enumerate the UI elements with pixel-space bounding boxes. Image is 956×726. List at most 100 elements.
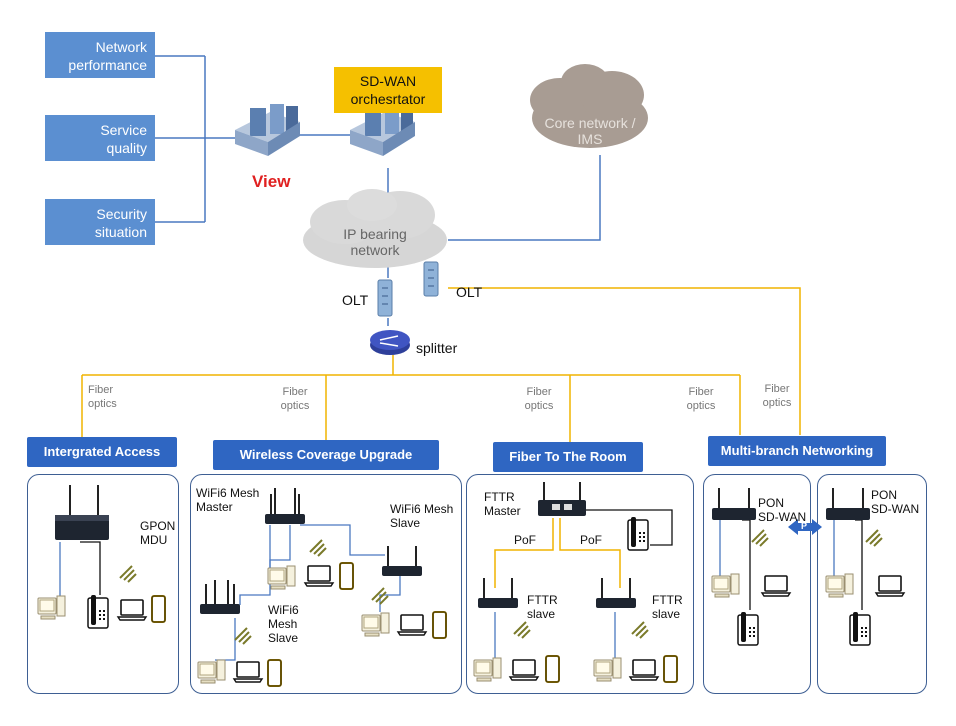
sdwan-orchestrator-box: SD-WAN orchesrtator: [334, 67, 442, 113]
mesh-slave-left-label: WiFi6 Mesh Slave: [268, 603, 299, 645]
integrated-access-panel: [27, 474, 179, 694]
fiber-label-2: Fiber optics: [270, 385, 320, 413]
desk-phone-icon: [737, 611, 759, 646]
desktop-pc-icon: [825, 573, 854, 598]
orchestrator-line1: SD-WAN: [359, 73, 417, 89]
wifi-signal-icon: [371, 587, 389, 605]
branch-right-panel: [817, 474, 927, 694]
fiber-label-3-line2: optics: [524, 400, 554, 412]
service-quality-line1: Service: [100, 122, 147, 138]
fttr-master-line2: Master: [484, 503, 521, 518]
fttr-master-label: FTTR Master: [484, 490, 521, 519]
mesh-slave-right-label: WiFi6 Mesh Slave: [390, 502, 454, 531]
fttr-panel: [466, 474, 694, 694]
gpon-mdu-line2: MDU: [140, 532, 168, 547]
fttr-slave-left-line2: slave: [527, 606, 556, 621]
pon-right-line1: PON: [871, 488, 898, 502]
wifi-signal-icon: [751, 529, 769, 547]
core-network-line1: Core network /: [544, 115, 636, 131]
mesh-master-router-icon: [264, 488, 306, 525]
fiber-label-1-line1: Fiber: [88, 384, 114, 396]
splitter-icon: [370, 330, 410, 355]
fiber-label-5-line1: Fiber: [764, 383, 790, 395]
wireless-upgrade-panel: [190, 474, 462, 694]
olt-left-icon: [377, 279, 393, 317]
wifi-signal-icon: [309, 539, 327, 557]
laptop-icon: [233, 661, 263, 683]
service-quality-line2: quality: [106, 140, 147, 156]
wifi-signal-icon: [513, 621, 531, 639]
mesh-slave-left-line1: WiFi6: [268, 603, 299, 617]
p-link-label: P: [801, 521, 808, 531]
mobile-phone-icon: [151, 595, 166, 623]
mobile-phone-icon: [267, 659, 282, 687]
gpon-mdu-icon: [55, 485, 109, 540]
mobile-phone-icon: [663, 655, 678, 683]
laptop-icon: [761, 575, 791, 597]
fiber-label-1-line2: optics: [88, 398, 117, 410]
splitter-label: splitter: [416, 340, 458, 356]
desktop-pc-icon: [593, 657, 622, 682]
fiber-label-3-line1: Fiber: [526, 386, 552, 398]
mesh-slave-right-router-icon: [381, 545, 423, 577]
view-server-icon: [235, 104, 300, 156]
fttr-slave-right-router-icon: [595, 577, 637, 609]
multi-branch-header: Multi-branch Networking: [708, 436, 886, 466]
fiber-label-2-line2: optics: [280, 400, 310, 412]
laptop-icon: [117, 599, 147, 621]
mobile-phone-icon: [432, 611, 447, 639]
integrated-access-header: Intergrated Access: [27, 437, 177, 467]
fttr-master-router-icon: [538, 482, 586, 516]
olt-left-label: OLT: [342, 292, 369, 308]
wifi-signal-icon: [631, 621, 649, 639]
wireless-upgrade-header: Wireless Coverage Upgrade: [213, 440, 439, 470]
security-situation-line2: situation: [94, 224, 147, 240]
ip-network-line1: IP bearing: [343, 226, 407, 242]
desktop-pc-icon: [361, 612, 390, 637]
fiber-label-4-line2: optics: [686, 400, 716, 412]
mesh-slave-left-line3: Slave: [268, 630, 299, 645]
mobile-phone-icon: [339, 562, 354, 590]
core-network-label: Core network / IMS: [535, 115, 645, 147]
fttr-header: Fiber To The Room: [493, 442, 643, 472]
network-performance-box: Network performance: [45, 32, 155, 78]
wifi-signal-icon: [119, 565, 137, 583]
fiber-label-4-line1: Fiber: [688, 386, 714, 398]
laptop-icon: [304, 565, 334, 587]
pon-left-line2: SD-WAN: [758, 509, 807, 524]
laptop-icon: [875, 575, 905, 597]
ip-network-label: IP bearing network: [325, 226, 425, 258]
laptop-icon: [629, 659, 659, 681]
desktop-pc-icon: [197, 659, 226, 684]
desktop-pc-icon: [267, 565, 296, 590]
p-link-icon: [788, 519, 822, 535]
mesh-slave-left-router-icon: [199, 580, 241, 615]
pon-sdwan-left-label: PON SD-WAN: [758, 496, 807, 525]
gpon-mdu-label: GPON MDU: [140, 519, 175, 548]
mobile-phone-icon: [545, 655, 560, 683]
mesh-slave-right-line1: WiFi6 Mesh: [390, 502, 454, 516]
fiber-label-2-line1: Fiber: [282, 386, 308, 398]
pon-sdwan-right-label: PON SD-WAN: [871, 488, 920, 517]
olt-right-icon: [423, 261, 439, 297]
mesh-master-line2: Master: [196, 499, 233, 514]
fttr-slave-left-line1: FTTR: [527, 593, 558, 607]
fiber-label-1: Fiber optics: [88, 383, 138, 411]
core-network-cloud: [530, 64, 648, 148]
fiber-lines: [81, 287, 801, 588]
wifi-signal-icon: [234, 627, 252, 645]
mesh-master-line1: WiFi6 Mesh: [196, 486, 260, 500]
metric-links: [154, 55, 601, 326]
fiber-label-4: Fiber optics: [676, 385, 726, 413]
desk-phone-icon: [627, 516, 649, 551]
fttr-slave-right-line1: FTTR: [652, 593, 683, 607]
olt-right-label: OLT: [456, 284, 483, 300]
service-quality-box: Service quality: [45, 115, 155, 161]
wifi-signal-icon: [865, 529, 883, 547]
network-performance-line2: performance: [68, 57, 147, 73]
pon-left-line1: PON: [758, 496, 785, 510]
pon-right-line2: SD-WAN: [871, 501, 920, 516]
